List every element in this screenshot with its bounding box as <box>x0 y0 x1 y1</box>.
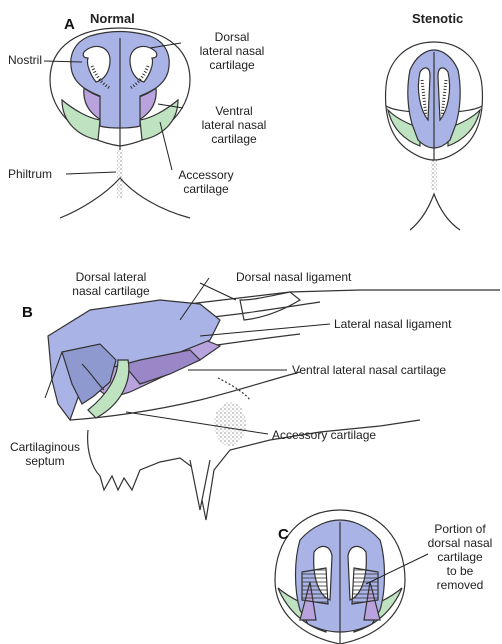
label-accessory-cartilage-a: Accessory cartilage <box>166 168 246 196</box>
label-ventral-lateral-nasal-cartilage-b: Ventral lateral nasal cartilage <box>292 363 446 377</box>
label-accessory-cartilage-b: Accessory cartilage <box>272 428 376 442</box>
label-philtrum: Philtrum <box>8 167 52 181</box>
panel-letter-a: A <box>64 16 75 33</box>
label-cartilaginous-septum: Cartilaginous septum <box>0 440 90 468</box>
label-dorsal-nasal-ligament: Dorsal nasal ligament <box>236 270 351 284</box>
label-dorsal-lateral-nasal-cartilage-a: Dorsal lateral nasal cartilage <box>182 30 282 72</box>
stenotic-title: Stenotic <box>412 12 463 26</box>
panel-letter-c: C <box>278 526 289 543</box>
panel-letter-b: B <box>22 304 33 321</box>
label-portion-to-be-removed: Portion of dorsal nasal cartilage to be … <box>418 522 502 592</box>
label-dorsal-lateral-nasal-cartilage-b: Dorsal lateral nasal cartilage <box>56 270 166 298</box>
stenotic-nose-drawing <box>386 42 483 230</box>
label-lateral-nasal-ligament: Lateral nasal ligament <box>334 317 451 331</box>
normal-title: Normal <box>90 12 135 26</box>
label-ventral-lateral-nasal-cartilage-a: Ventral lateral nasal cartilage <box>184 104 284 146</box>
label-nostril: Nostril <box>8 53 42 67</box>
surgical-correction-drawing <box>275 510 405 644</box>
